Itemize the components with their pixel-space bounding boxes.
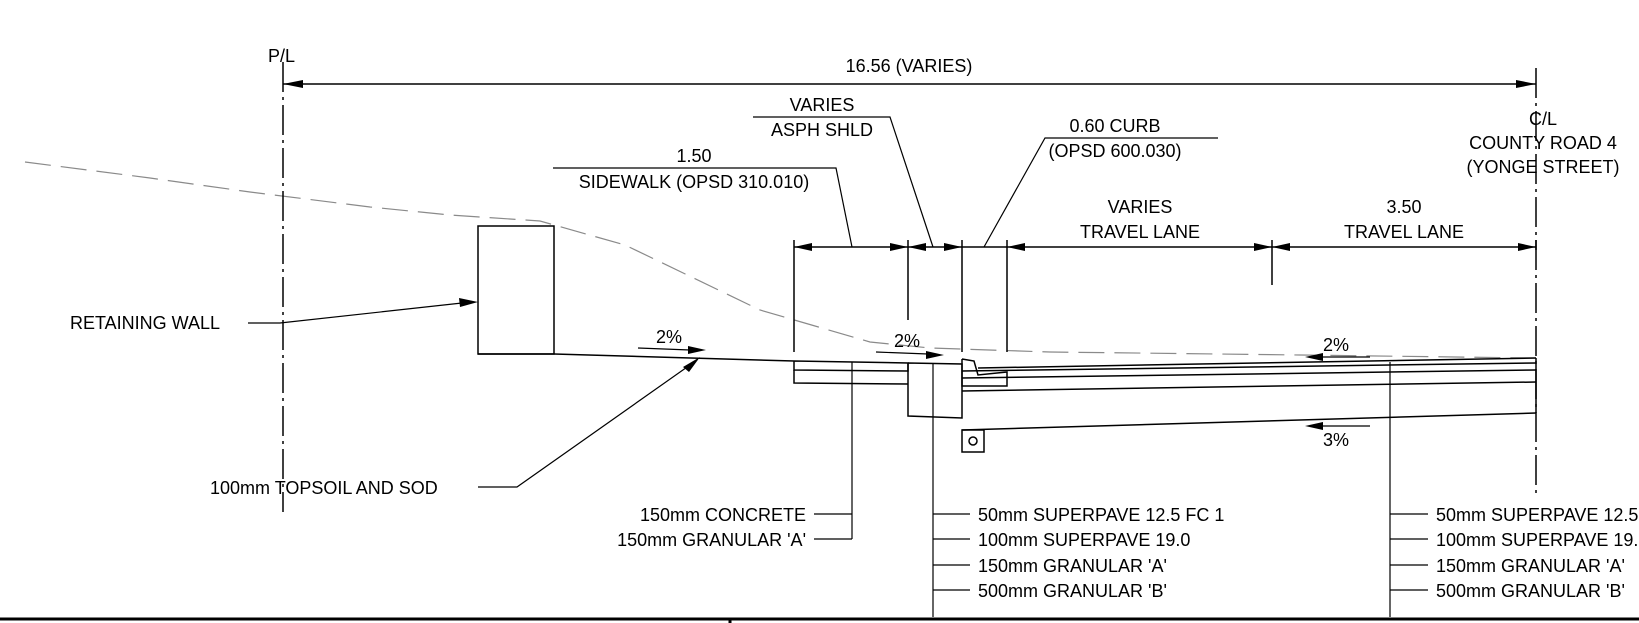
boulevard-surface	[478, 353, 795, 362]
shoulder-structure	[907, 362, 963, 419]
topsoil-label: 100mm TOPSOIL AND SOD	[210, 478, 438, 498]
sidewalk-dimension: 1.50	[676, 146, 711, 166]
shoulder-dimension: VARIES	[790, 95, 855, 115]
sidewalk-layer-1: 150mm CONCRETE	[640, 505, 806, 525]
pavement-course-2	[961, 369, 1537, 379]
lane-layer-1: 50mm SUPERPAVE 12.5 FC 1	[1436, 505, 1639, 525]
road-name-label: COUNTY ROAD 4	[1469, 133, 1617, 153]
curb-dimension: 0.60 CURB	[1069, 116, 1160, 136]
retaining-wall-label: RETAINING WALL	[70, 313, 220, 333]
subdrain	[961, 429, 985, 453]
lane2-dimension: 3.50	[1386, 197, 1421, 217]
lane-layer-2: 100mm SUPERPAVE 19.0	[1436, 530, 1639, 550]
shoulder-slope: 2%	[894, 331, 920, 351]
subgrade-line	[961, 412, 1537, 431]
boulevard-slope: 2%	[656, 327, 682, 347]
lane-slope: 2%	[1323, 335, 1349, 355]
sidewalk-granular	[793, 370, 909, 385]
shoulder-layer-1: 50mm SUPERPAVE 12.5 FC 1	[978, 505, 1224, 525]
cl-label: C/L	[1529, 109, 1557, 129]
curb-spec: (OPSD 600.030)	[1048, 141, 1181, 161]
pavement-surface	[977, 357, 1537, 369]
curb	[961, 358, 1008, 387]
shoulder-layer-2: 100mm SUPERPAVE 19.0	[978, 530, 1190, 550]
shoulder-layer-3: 150mm GRANULAR 'A'	[978, 556, 1167, 576]
pl-label: P/L	[268, 46, 295, 66]
pavement-course-1	[961, 362, 1537, 372]
sidewalk-layer-2: 150mm GRANULAR 'A'	[617, 530, 806, 550]
lane1-label: TRAVEL LANE	[1080, 222, 1200, 242]
sidewalk-concrete	[793, 360, 909, 372]
lane-layer-3: 150mm GRANULAR 'A'	[1436, 556, 1625, 576]
pavement-course-3	[961, 381, 1537, 392]
road-alt-label: (YONGE STREET)	[1466, 157, 1619, 177]
shoulder-label: ASPH SHLD	[771, 120, 873, 140]
shoulder-layer-4: 500mm GRANULAR 'B'	[978, 581, 1167, 601]
lane2-label: TRAVEL LANE	[1344, 222, 1464, 242]
lane-layer-4: 500mm GRANULAR 'B'	[1436, 581, 1625, 601]
existing-ground-line	[24, 161, 1537, 359]
subgrade-slope: 3%	[1323, 430, 1349, 450]
lane1-dimension: VARIES	[1108, 197, 1173, 217]
overall-dimension-text: 16.56 (VARIES)	[846, 56, 973, 76]
sidewalk-label: SIDEWALK (OPSD 310.010)	[579, 172, 809, 192]
retaining-wall	[477, 225, 555, 355]
